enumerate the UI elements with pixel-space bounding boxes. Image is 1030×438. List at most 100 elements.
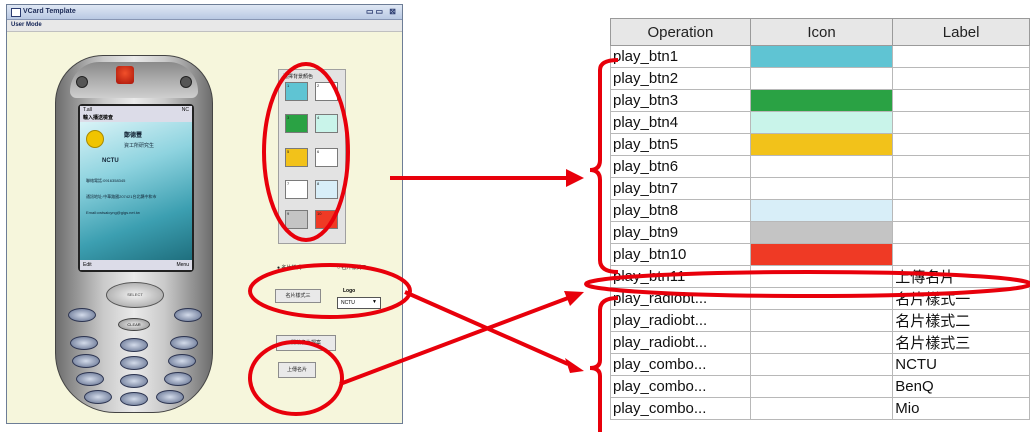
card-address: 通訊地址:中華路國207421台北縣中和市: [86, 194, 157, 199]
label-cell: [892, 89, 1030, 112]
operation-cell: play_btn3: [610, 89, 751, 112]
logo-combo-value: NCTU: [341, 300, 355, 306]
swatch-number: 3: [287, 115, 290, 120]
color-swatch-2[interactable]: 2: [315, 82, 338, 101]
label-cell: 名片樣式二: [892, 309, 1030, 332]
nav-select-button[interactable]: SELECT: [106, 282, 164, 308]
swatch-number: 5: [287, 149, 290, 154]
screen-status-bar: T.all NC 輸入播送檢查: [80, 106, 192, 122]
table-row[interactable]: play_btn5: [610, 133, 1030, 156]
menu-user-mode[interactable]: User Mode: [11, 22, 42, 28]
header-label[interactable]: Label: [892, 18, 1030, 46]
phone-key[interactable]: [76, 372, 104, 386]
label-cell: [892, 221, 1030, 244]
operation-cell: play_combo...: [610, 397, 751, 420]
table-row[interactable]: play_radiobt...名片樣式一: [610, 287, 1030, 310]
table-row[interactable]: play_btn8: [610, 199, 1030, 222]
header-icon[interactable]: Icon: [749, 18, 894, 46]
status-mid-text: NC: [181, 107, 189, 113]
color-swatch-7[interactable]: 7: [285, 180, 308, 199]
clear-button[interactable]: CLEAR: [118, 318, 150, 331]
swatch-number: 1: [287, 83, 290, 88]
operation-cell: play_radiobt...: [610, 309, 751, 332]
icon-cell: [749, 111, 894, 134]
phone-key[interactable]: [170, 336, 198, 350]
import-card-button[interactable]: 開啟名片檔案: [276, 335, 336, 351]
icon-cell: [749, 287, 894, 310]
label-cell: 上傳名片: [892, 265, 1030, 288]
label-cell: NCTU: [892, 353, 1030, 376]
operation-cell: play_btn9: [610, 221, 751, 244]
radio-style-1[interactable]: ● 名片樣式一: [277, 265, 307, 271]
table-row[interactable]: play_combo...BenQ: [610, 375, 1030, 398]
table-row[interactable]: play_btn11 上傳名片: [610, 265, 1030, 288]
header-operation[interactable]: Operation: [610, 18, 751, 46]
phone-key[interactable]: [168, 354, 196, 368]
color-swatch-4[interactable]: 4: [315, 114, 338, 133]
screen-softkey-bar: Edit Menu: [80, 260, 192, 270]
table-row[interactable]: play_btn7: [610, 177, 1030, 200]
phone-key[interactable]: [120, 338, 148, 352]
chevron-down-icon[interactable]: ▼: [372, 299, 377, 305]
color-swatch-9[interactable]: 9: [285, 210, 308, 229]
table-row[interactable]: play_btn6: [610, 155, 1030, 178]
icon-color-swatch: [751, 134, 892, 155]
phone-key[interactable]: [164, 372, 192, 386]
table-row[interactable]: play_radiobt... 名片樣式二: [610, 309, 1030, 332]
table-row[interactable]: play_radiobt...名片樣式三: [610, 331, 1030, 354]
icon-color-swatch: [751, 178, 892, 199]
card-logo-icon: [86, 130, 104, 148]
phone-key[interactable]: [70, 336, 98, 350]
card-name: 鄭德豐: [124, 133, 143, 139]
softkey-left[interactable]: Edit: [83, 262, 92, 268]
label-cell: [892, 111, 1030, 134]
table-row[interactable]: play_btn10: [610, 243, 1030, 266]
swatch-number: 10: [317, 211, 322, 216]
icon-cell: [749, 243, 894, 266]
color-swatch-8[interactable]: 8: [315, 180, 338, 199]
softkey-right[interactable]: Menu: [176, 262, 189, 268]
table-row[interactable]: play_btn9: [610, 221, 1030, 244]
phone-key[interactable]: [120, 374, 148, 388]
swatch-number: 6: [317, 149, 320, 154]
color-swatch-3[interactable]: 3: [285, 114, 308, 133]
table-row[interactable]: play_btn2: [610, 67, 1030, 90]
icon-cell: [749, 177, 894, 200]
table-row[interactable]: play_btn3: [610, 89, 1030, 112]
icon-cell: [749, 375, 894, 398]
phone-key[interactable]: [84, 390, 112, 404]
logo-combo[interactable]: NCTU ▼: [337, 297, 381, 309]
phone-key[interactable]: [68, 308, 96, 322]
upload-card-button[interactable]: 上傳名片: [278, 362, 316, 378]
operation-cell: play_btn11: [610, 265, 751, 288]
style3-button[interactable]: 名片樣式三: [275, 289, 321, 303]
table-row[interactable]: play_combo...NCTU: [610, 353, 1030, 376]
phone-screen: T.all NC 輸入播送檢查 鄭德豐 資工所研究生 NCTU 聯絡電話:091…: [78, 104, 194, 272]
radio-style-2[interactable]: ○ 名片樣式二: [337, 265, 367, 271]
swatch-number: 8: [317, 181, 320, 186]
phone-key[interactable]: [156, 390, 184, 404]
swatch-number: 4: [317, 115, 320, 120]
color-swatch-5[interactable]: 5: [285, 148, 308, 167]
phone-key[interactable]: [120, 356, 148, 370]
color-swatch-6[interactable]: 6: [315, 148, 338, 167]
color-swatch-10[interactable]: 10: [315, 210, 338, 229]
icon-color-swatch: [751, 112, 892, 133]
table-row[interactable]: play_btn4: [610, 111, 1030, 134]
phone-key[interactable]: [72, 354, 100, 368]
color-swatch-1[interactable]: 1: [285, 82, 308, 101]
window-titlebar[interactable]: VCard Template ▭▭ ⊠: [7, 5, 402, 20]
table-row[interactable]: play_combo...Mio: [610, 397, 1030, 420]
swatch-number: 2: [317, 83, 320, 88]
palette-title: 選擇背景顏色: [283, 74, 314, 80]
table-row[interactable]: play_btn1: [610, 45, 1030, 68]
label-cell: [892, 45, 1030, 68]
label-cell: 名片樣式三: [892, 331, 1030, 354]
window-controls-icon[interactable]: ▭▭ ⊠: [365, 7, 398, 16]
phone-key[interactable]: [174, 308, 202, 322]
icon-color-swatch: [751, 156, 892, 177]
icon-cell: [749, 265, 894, 288]
icon-cell: [749, 89, 894, 112]
phone-key[interactable]: [120, 392, 148, 406]
